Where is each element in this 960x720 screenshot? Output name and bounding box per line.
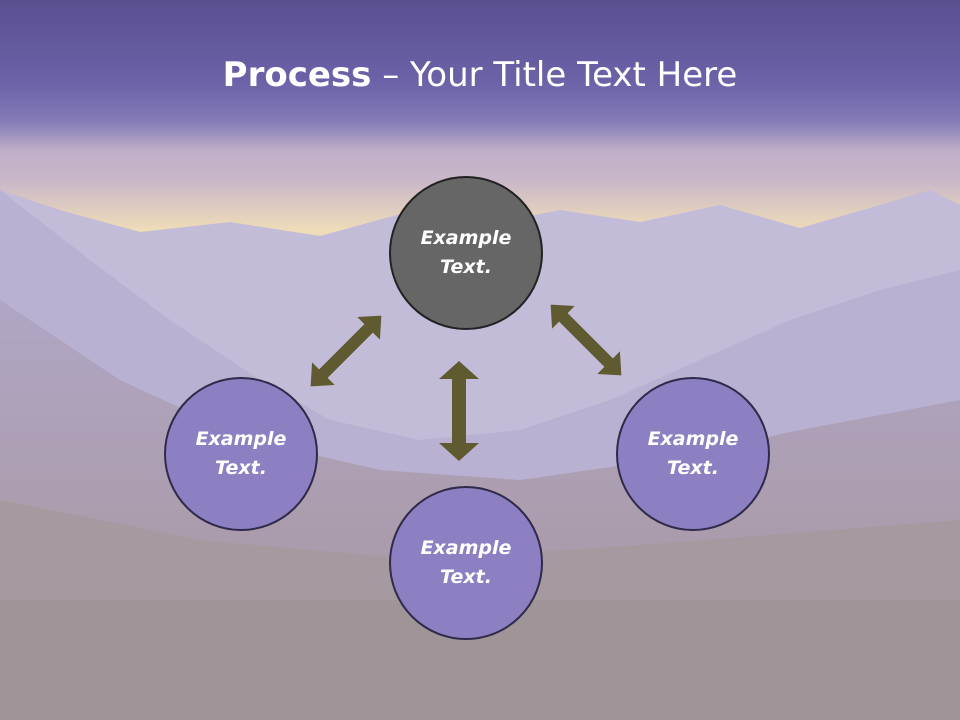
node-right-line1: Example [647,428,739,450]
node-top-line2: Text. [440,256,492,278]
title-separator: – [371,55,411,95]
node-right[interactable]: Example Text. [616,377,770,531]
title-bold: Process [222,55,372,95]
node-bottom-line2: Text. [440,566,492,588]
node-bottom-line1: Example [420,537,512,559]
node-right-line2: Text. [667,457,719,479]
page-title: Process – Your Title Text Here [0,52,960,98]
title-band [0,0,960,150]
node-top-line1: Example [420,227,512,249]
node-left-line1: Example [195,428,287,450]
node-bottom[interactable]: Example Text. [389,486,543,640]
title-rest: Your Title Text Here [410,55,738,95]
node-left-line2: Text. [215,457,267,479]
node-top[interactable]: Example Text. [389,176,543,330]
node-left[interactable]: Example Text. [164,377,318,531]
